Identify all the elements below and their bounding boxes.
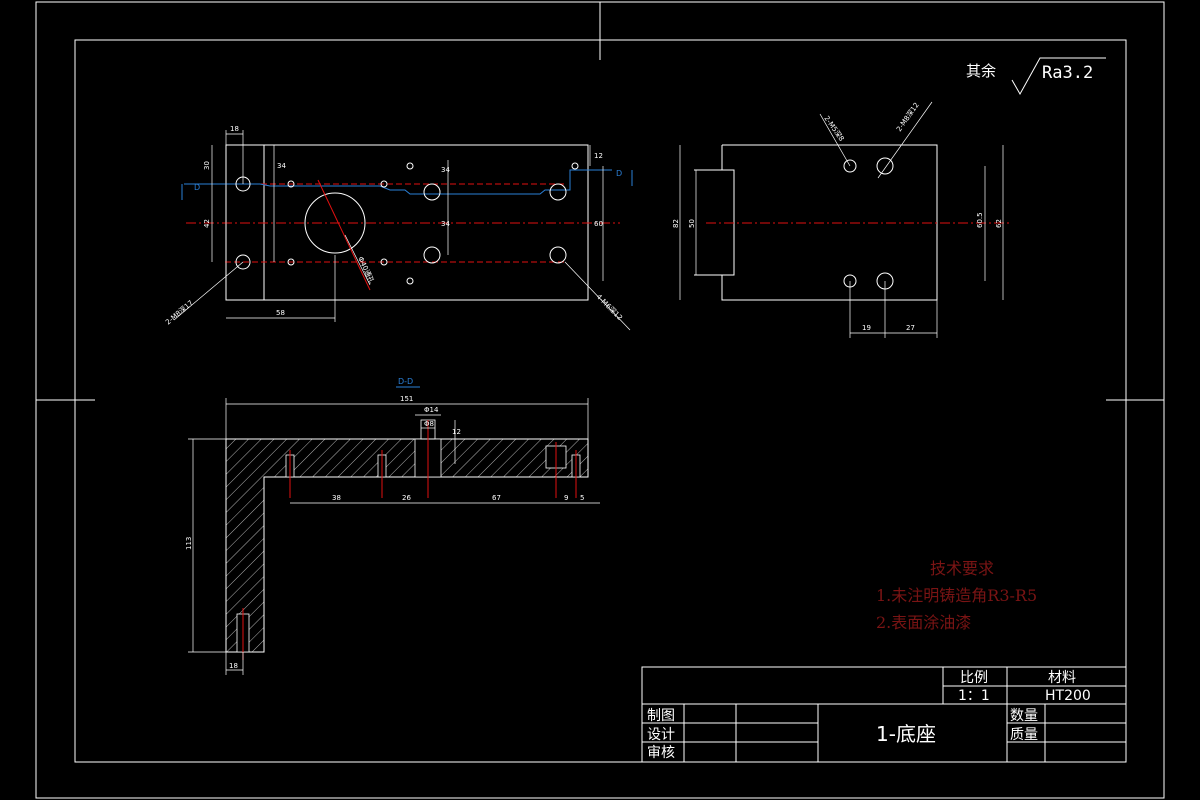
side-dim-h4: 62 — [995, 219, 1003, 228]
sec-dim-a1: 38 — [332, 494, 341, 502]
dim-d1: 18 — [230, 125, 239, 133]
side-view: 82 50 60.5 62 19 27 2-M5深8 2-M8深12 — [672, 101, 1010, 338]
tech-title: 技术要求 — [930, 559, 994, 578]
side-dim-h2: 50 — [688, 219, 696, 228]
side-dim-b1: 19 — [862, 324, 871, 332]
side-dim-h1: 82 — [672, 219, 680, 228]
tb-material-value: HT200 — [1045, 688, 1091, 704]
sec-dim-foot: 18 — [229, 662, 238, 670]
callout-left: 2-M8深17 — [164, 298, 195, 326]
tb-review-label: 审核 — [647, 745, 675, 761]
dim-d4: 34 — [441, 166, 450, 174]
section-label: D-D — [398, 377, 413, 386]
section-mark-left: D — [194, 183, 200, 192]
dim-d3: 58 — [276, 309, 285, 317]
sec-dim-hole-top: Φ14 — [424, 406, 439, 414]
tb-scale-value: 1：1 — [958, 688, 990, 704]
callout-right: 4-M6深12 — [595, 292, 625, 322]
title-block: 比例 1：1 材料 HT200 制图 设计 审核 1-底座 数量 质量 — [641, 666, 1127, 763]
roughness-label: 其余 — [966, 62, 996, 80]
dim-d5: 34 — [441, 220, 450, 228]
side-callout-2: 2-M8深12 — [894, 101, 921, 134]
tb-design-label: 设计 — [647, 727, 675, 743]
dim-d10: 34 — [277, 162, 286, 170]
sec-dim-hole-inner: Φ8 — [424, 420, 434, 428]
tb-drawn-label: 制图 — [647, 708, 675, 724]
sheet-border — [35, 1, 1165, 799]
tb-quantity-label: 数量 — [1010, 708, 1038, 724]
roughness-value: Ra3.2 — [1042, 63, 1093, 83]
sec-dim-a4: 9 — [564, 494, 568, 502]
side-dim-h3: 60.5 — [976, 212, 984, 228]
dim-d2: 30 — [203, 161, 211, 170]
tech-item-2: 2.表面涂油漆 — [876, 613, 971, 632]
sec-dim-height: 113 — [185, 537, 193, 550]
side-dim-b2: 27 — [906, 324, 915, 332]
surface-roughness-note: 其余 Ra3.2 — [966, 57, 1106, 96]
tech-item-1: 1.未注明铸造角R3-R5 — [876, 586, 1037, 605]
sec-dim-depth: 12 — [452, 428, 461, 436]
section-view: D-D 151 Φ14 Φ8 12 38 26 67 9 5 — [185, 377, 600, 675]
top-view: D D 18 30 42 34 58 34 34 — [164, 125, 633, 331]
sec-dim-len: 151 — [400, 395, 413, 403]
sec-dim-a3: 67 — [492, 494, 501, 502]
tb-mass-label: 质量 — [1010, 727, 1038, 743]
callout-center: Φ40通孔 — [356, 255, 376, 285]
section-mark-right: D — [616, 169, 622, 178]
dim-d6: 12 — [594, 152, 603, 160]
sec-dim-a5: 5 — [580, 494, 584, 502]
tb-part-name: 1-底座 — [876, 722, 936, 746]
tb-scale-label: 比例 — [960, 670, 988, 686]
dim-d7: 42 — [203, 219, 211, 228]
technical-requirements: 技术要求 1.未注明铸造角R3-R5 2.表面涂油漆 — [876, 559, 1037, 632]
dim-d8: 60 — [594, 220, 603, 228]
tb-material-label: 材料 — [1048, 670, 1076, 686]
sec-dim-a2: 26 — [402, 494, 411, 502]
